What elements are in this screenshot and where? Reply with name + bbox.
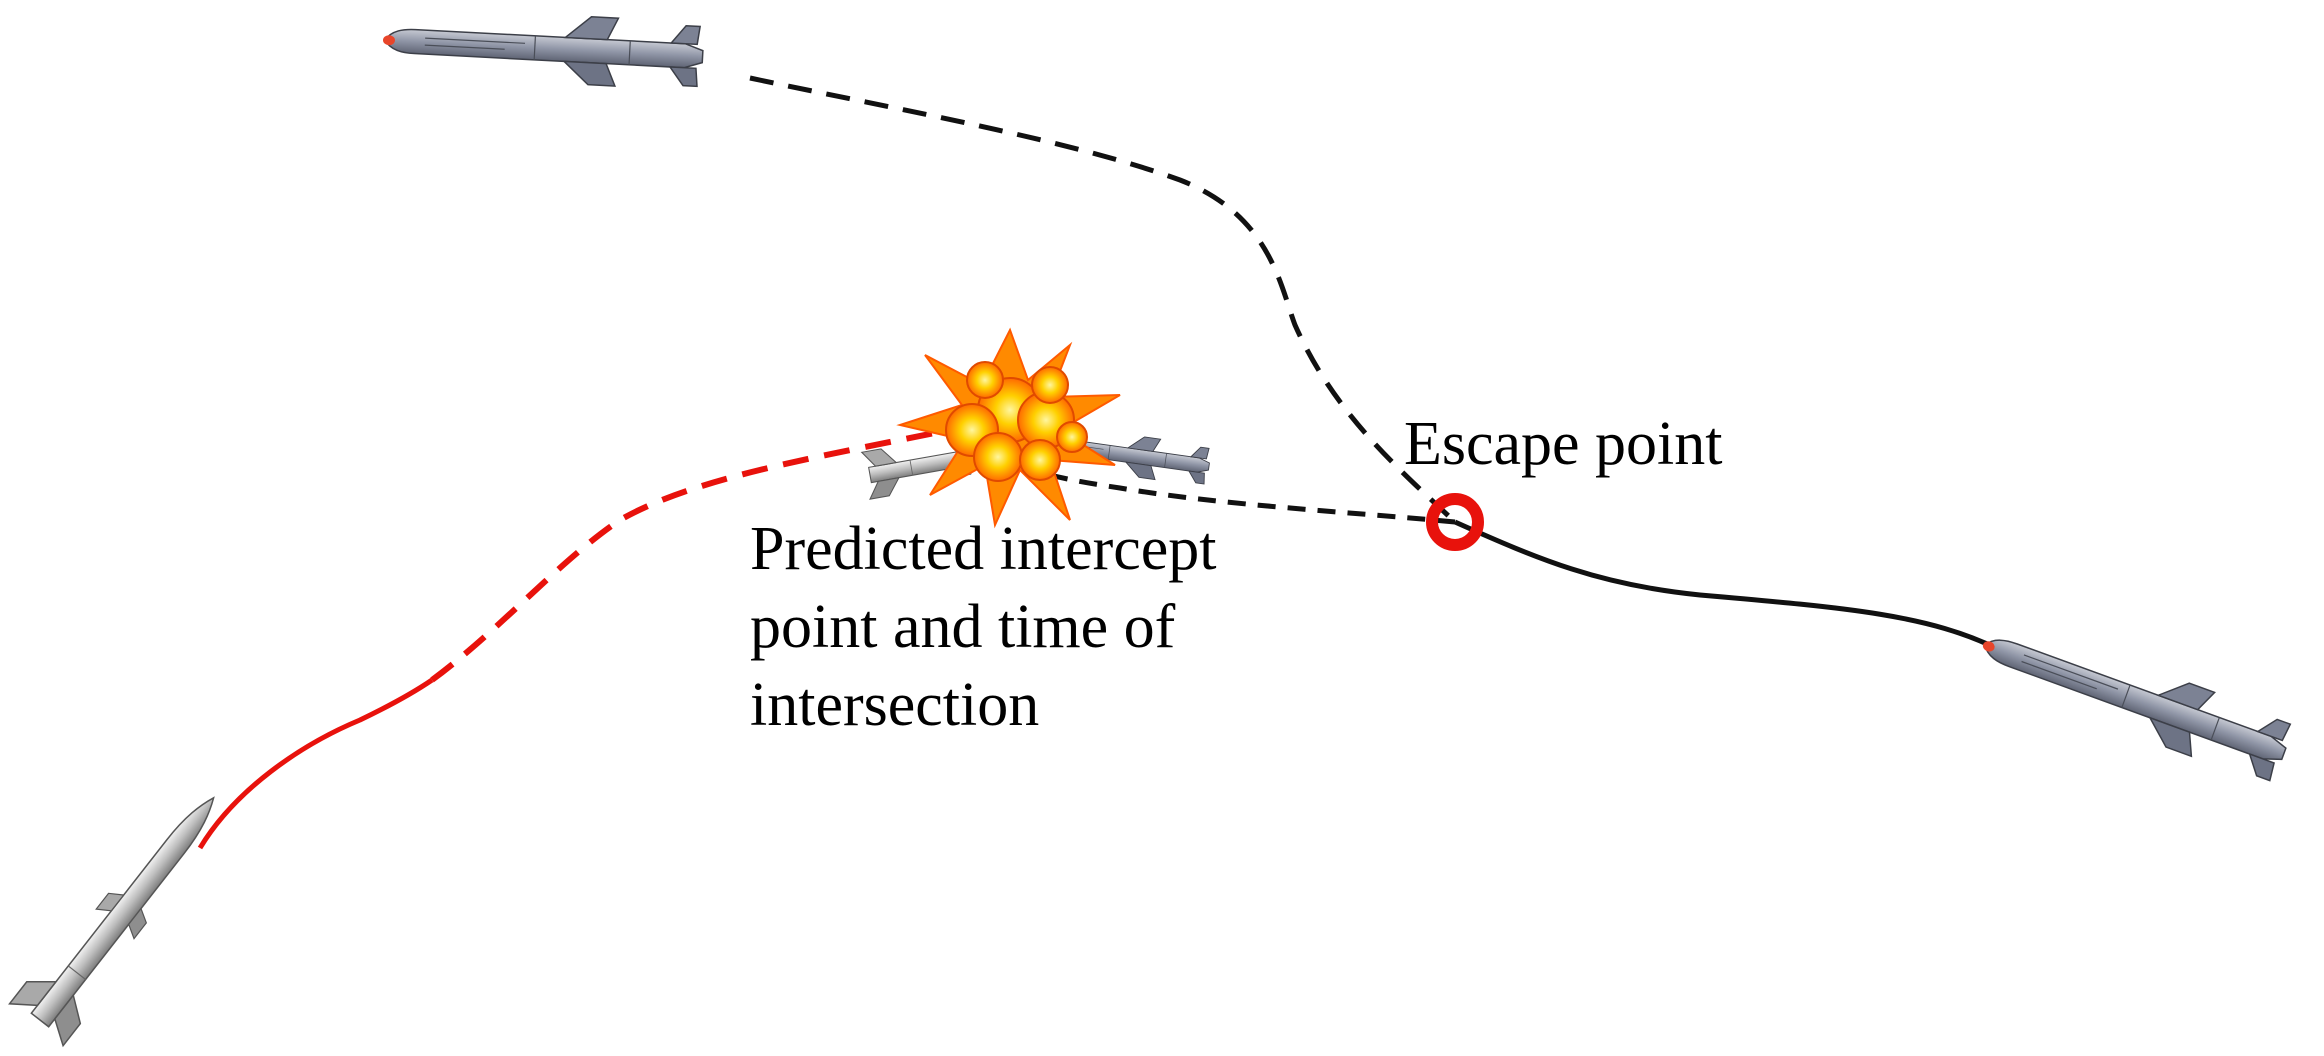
intercept-label-line: intersection [750, 671, 1040, 739]
escape-point-marker [1426, 493, 1484, 551]
intercept-point-label: Predicted intercept point and time of in… [750, 510, 1217, 744]
interceptor-trajectory-solid [197, 677, 434, 850]
cruise-missile-icon [380, 5, 706, 92]
target-predicted-path [1029, 467, 1456, 525]
target-original-path [749, 75, 1457, 524]
intercept-label-line: Predicted intercept [750, 515, 1217, 583]
cruise-missile-icon [1970, 611, 2297, 787]
explosion-icon [896, 327, 1121, 529]
escape-point-label: Escape point [1404, 410, 1723, 478]
target-escape-path [1453, 519, 2002, 653]
interceptor-missile-icon [8, 776, 242, 1047]
intercept-label-line: point and time of [750, 593, 1176, 661]
interceptor-trajectory-dashed [430, 429, 941, 683]
